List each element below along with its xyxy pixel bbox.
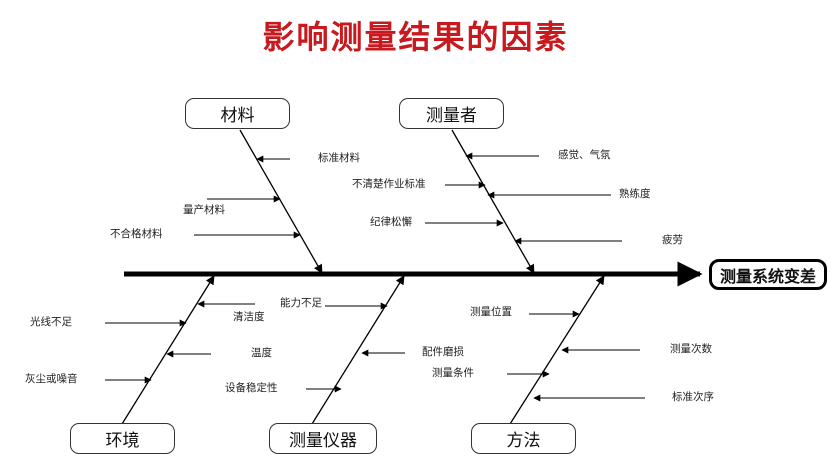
cause-label: 疲劳 [662, 234, 683, 246]
bone-instrument [311, 275, 405, 425]
category-instrument: 测量仪器 [269, 423, 377, 454]
bone-method [509, 275, 605, 425]
cause-label: 标准材料 [318, 152, 360, 164]
category-measurer: 测量者 [399, 98, 504, 129]
cause-label: 设备稳定性 [225, 382, 278, 394]
cause-label: 量产材料 [183, 204, 225, 216]
cause-label: 光线不足 [30, 316, 72, 328]
cause-label: 不合格材料 [110, 228, 163, 240]
cause-label: 配件磨损 [422, 346, 464, 358]
cause-label: 测量位置 [470, 306, 512, 318]
cause-label: 感觉、气氛 [558, 149, 611, 161]
bone-measurer [451, 129, 535, 274]
bone-material [239, 129, 323, 274]
diagram-title: 影响测量结果的因素 [262, 18, 569, 56]
cause-label: 测量次数 [670, 343, 712, 355]
cause-label: 不清楚作业标准 [352, 178, 426, 190]
cause-label: 温度 [251, 347, 272, 359]
cause-label: 灰尘或噪音 [25, 373, 78, 385]
cause-label: 测量条件 [432, 367, 474, 379]
cause-label: 纪律松懈 [370, 216, 412, 228]
bone-environment [121, 275, 215, 425]
cause-label: 熟练度 [619, 188, 651, 200]
cause-label: 能力不足 [280, 297, 322, 309]
category-material: 材料 [185, 98, 290, 129]
cause-label: 清洁度 [233, 311, 265, 323]
effect-box: 测量系统变差 [709, 259, 827, 290]
category-environment: 环境 [70, 423, 175, 454]
cause-label: 标准次序 [672, 391, 714, 403]
category-method: 方法 [471, 423, 576, 454]
